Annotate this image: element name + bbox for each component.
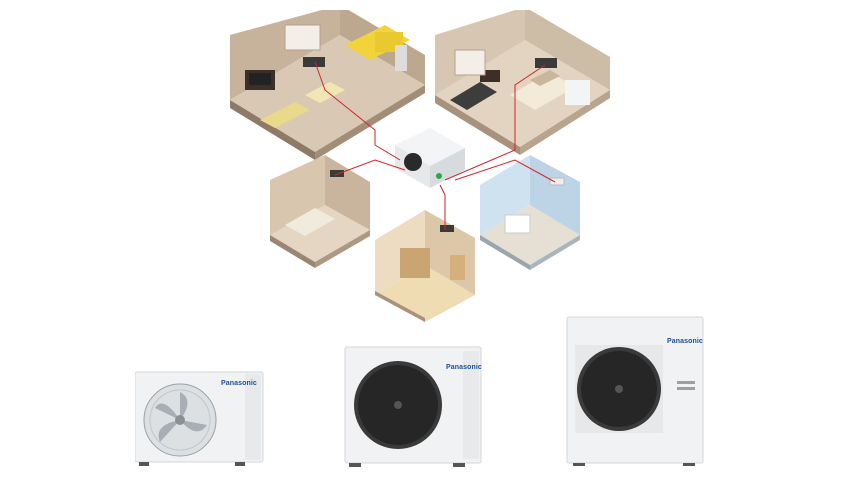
fan-grille-icon <box>354 361 442 449</box>
fan-grille-icon <box>143 383 217 457</box>
room-nursery <box>480 155 580 270</box>
room-kids-bunk <box>375 210 475 322</box>
outdoor-unit-large <box>566 316 704 466</box>
refrigerant-pipes <box>314 61 556 230</box>
multi-room-illustration <box>230 10 610 322</box>
room-living-kitchen <box>230 10 425 160</box>
room-bedroom <box>435 10 610 155</box>
brand-logo-small: Panasonic <box>221 380 257 387</box>
fan-grille-icon <box>575 345 663 433</box>
outdoor-unit-icon <box>395 128 465 188</box>
outdoor-unit-medium <box>344 346 482 467</box>
room-guest-bedroom <box>270 155 370 268</box>
brand-logo-medium: Panasonic <box>446 364 482 371</box>
brand-logo-large: Panasonic <box>667 338 703 345</box>
outdoor-unit-small <box>135 371 264 466</box>
